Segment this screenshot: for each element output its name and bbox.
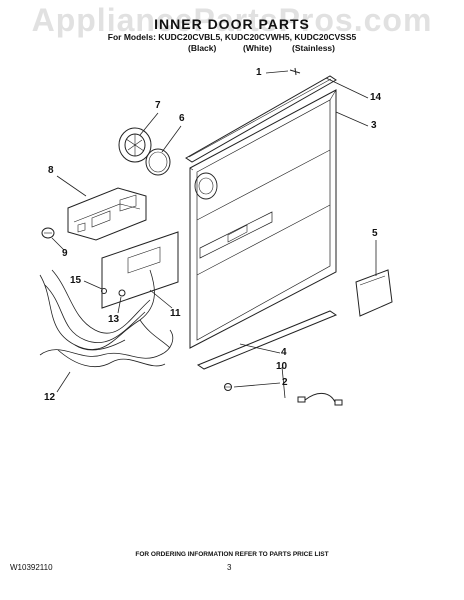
callout-9: 9 [62,248,68,259]
part-screw-1 [289,67,301,76]
part-bottom-gasket-strip [196,310,338,370]
part-screw-2 [224,383,232,391]
part-vent-assembly [118,127,152,163]
callout-6: 6 [179,113,185,124]
callout-1: 1 [256,67,262,78]
variant-black: (Black) [188,43,217,53]
callout-7: 7 [155,100,161,111]
callout-10: 10 [276,361,288,372]
part-wire-harness [39,269,174,367]
callout-14: 14 [370,92,382,103]
document-number: W10392110 [10,563,53,572]
part-wire-jumper [297,393,343,406]
part-control-board [101,231,179,309]
callout-4: 4 [281,347,287,358]
part-fastener-13 [118,289,126,297]
watermark: AppliancePartsPros.com [31,2,433,38]
ordering-note: FOR ORDERING INFORMATION REFER TO PARTS … [135,551,329,558]
callout-13: 13 [108,314,120,325]
callout-11: 11 [170,308,181,319]
part-side-bracket [355,269,393,317]
callout-3: 3 [371,120,377,131]
callout-5: 5 [372,228,378,239]
part-inner-door-panel [189,89,337,349]
leader-lines [51,70,377,399]
part-dispenser [67,187,147,241]
callout-12: 12 [44,392,56,403]
variant-white: (White) [243,43,272,53]
part-top-gasket-strip [185,75,337,163]
page-number: 3 [227,563,232,572]
part-fastener-15 [101,288,107,294]
part-vent-gasket [145,148,171,176]
callout-2: 2 [282,377,288,388]
callout-15: 15 [70,275,82,286]
page-title: INNER DOOR PARTS [154,16,310,32]
callout-8: 8 [48,165,54,176]
part-knob [41,227,55,239]
variant-stainless: (Stainless) [292,43,335,53]
models-line: For Models: KUDC20CVBL5, KUDC20CVWH5, KU… [107,32,357,42]
